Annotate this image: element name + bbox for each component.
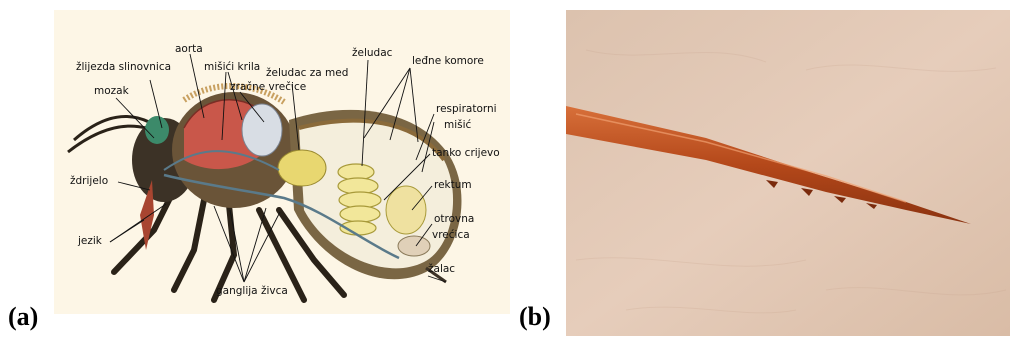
label-zdrijelo: ždrijelo [70,175,108,187]
label-mozak: mozak [94,85,130,97]
label-misici-krila: mišići krila [204,61,260,73]
label-zeludac-za-med: želudac za med [266,67,348,79]
label-zracne-vrecice: zračne vrečice [230,81,306,93]
label-jezik: jezik [77,235,103,247]
label-zeludac: želudac [352,47,393,59]
label-otrovna: otrovna [434,213,474,225]
poison-sac [398,236,430,256]
panel-label-a: (a) [8,302,38,332]
label-aorta: aorta [175,43,203,55]
label-vrecica: vrećica [432,229,470,241]
stinger-photo [566,10,1010,336]
rectum [386,186,426,234]
label-respiratorni: respiratorni [436,103,497,115]
panel-label-b: (b) [519,302,551,332]
label-zlijezda-slinovnica: žlijezda slinovnica [76,61,171,73]
label-zalac: žalac [428,263,455,275]
label-misic: mišić [444,119,472,131]
label-rektum: rektum [434,179,472,191]
eye [145,116,169,144]
label-ganglija-zivca: ganglija živca [216,285,288,297]
bee-anatomy-diagram: aorta žlijezda slinovnica mišići krila ž… [54,10,510,314]
honey-stomach [278,150,326,186]
label-ledne-komore: leđne komore [412,55,484,67]
air-sac-thorax [242,104,282,156]
label-tanko-crijevo: tanko crijevo [432,147,500,159]
